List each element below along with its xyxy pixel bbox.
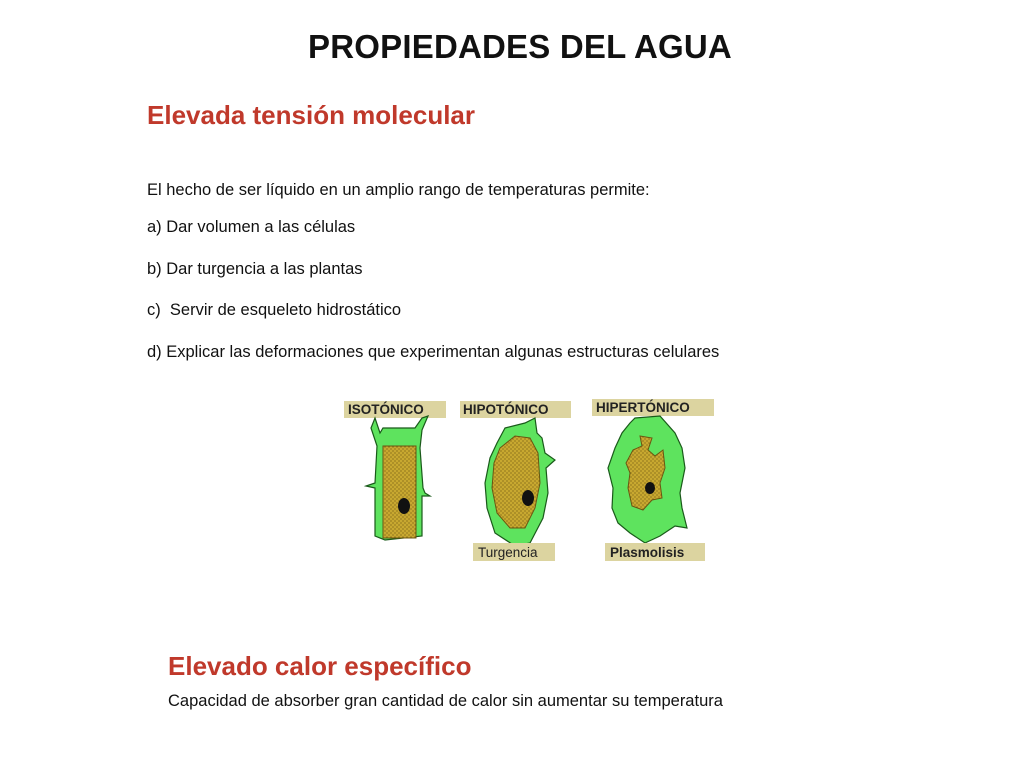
- cell-osmosis-figure: ISOTÓNICO HIPOTÓNICO HIPERTÓNICO Turgenc…: [330, 388, 730, 573]
- specific-heat-description: Capacidad de absorber gran cantidad de c…: [168, 692, 723, 710]
- property-list: a) Dar volumen a las células b) Dar turg…: [147, 218, 719, 384]
- intro-text: El hecho de ser líquido en un amplio ran…: [147, 181, 650, 199]
- slide-title: PROPIEDADES DEL AGUA: [308, 28, 732, 65]
- caption-turgencia: Turgencia: [478, 545, 538, 560]
- hypotonic-cell: [484, 417, 556, 547]
- hypertonic-cell: [607, 415, 688, 544]
- label-hypertonic: HIPERTÓNICO: [596, 400, 690, 415]
- caption-plasmolisis: Plasmolisis: [610, 545, 684, 560]
- section-heading-surface-tension: Elevada tensión molecular: [147, 100, 476, 130]
- label-bg: [592, 399, 714, 416]
- list-item: c) Servir de esqueleto hidrostático: [147, 301, 402, 319]
- list-item: a) Dar volumen a las células: [147, 218, 356, 236]
- list-item: d) Explicar las deformaciones que experi…: [147, 342, 720, 361]
- section-heading-specific-heat: Elevado calor específico: [168, 651, 472, 681]
- list-item: b) Dar turgencia a las plantas: [147, 259, 363, 278]
- caption-bg: [473, 543, 555, 561]
- label-bg: [344, 401, 446, 418]
- cell-osmosis-svg: ISOTÓNICO HIPOTÓNICO HIPERTÓNICO Turgenc…: [344, 399, 714, 561]
- label-isotonic: ISOTÓNICO: [348, 402, 424, 417]
- label-hypotonic: HIPOTÓNICO: [463, 402, 549, 417]
- label-bg: [460, 401, 571, 418]
- caption-bg: [605, 543, 705, 561]
- isotonic-cell: [363, 415, 433, 541]
